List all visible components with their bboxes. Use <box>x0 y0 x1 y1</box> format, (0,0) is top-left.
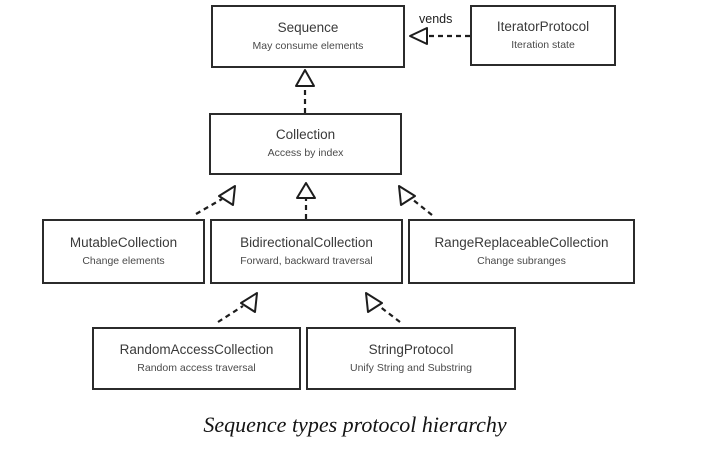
edge-line <box>217 305 244 323</box>
edge-randomaccess-to-bidirectional <box>217 292 258 323</box>
node-title: Collection <box>275 127 336 143</box>
edge-line <box>378 305 401 323</box>
edge-iterator-vends-sequence <box>409 27 470 45</box>
node-title: Sequence <box>277 19 339 35</box>
edge-collection-to-sequence <box>295 69 315 113</box>
hollow-triangle-arrowhead <box>365 292 383 313</box>
hollow-triangle-arrowhead <box>398 185 416 206</box>
node-subtitle: Forward, backward traversal <box>240 254 373 267</box>
node-subtitle: Access by index <box>267 147 344 160</box>
node-title: IteratorProtocol <box>496 18 590 34</box>
edge-mutable-to-collection <box>195 185 236 215</box>
node-title: StringProtocol <box>368 341 454 357</box>
node-subtitle: Change elements <box>82 254 165 267</box>
hollow-triangle-arrowhead <box>240 292 258 313</box>
edge-line <box>411 198 433 216</box>
hollow-triangle-arrowhead <box>295 69 315 87</box>
node-subtitle: Iteration state <box>511 38 575 51</box>
node-subtitle: Random access traversal <box>137 361 256 374</box>
node-title: RandomAccessCollection <box>119 341 274 357</box>
node-subtitle: Unify String and Substring <box>350 361 472 374</box>
node-title: MutableCollection <box>69 234 178 250</box>
node-iteratorprotocol[interactable]: IteratorProtocol Iteration state <box>470 5 616 66</box>
hollow-triangle-arrowhead <box>409 27 428 45</box>
node-stringprotocol[interactable]: StringProtocol Unify String and Substrin… <box>306 327 516 390</box>
edge-label-vends: vends <box>419 12 453 26</box>
edge-bidirectional-to-collection <box>296 182 316 219</box>
node-randomaccesscollection[interactable]: RandomAccessCollection Random access tra… <box>92 327 301 390</box>
node-collection[interactable]: Collection Access by index <box>209 113 402 175</box>
node-title: BidirectionalCollection <box>240 234 373 250</box>
node-mutablecollection[interactable]: MutableCollection Change elements <box>42 219 205 284</box>
node-rangereplaceablecollection[interactable]: RangeReplaceableCollection Change subran… <box>408 219 635 284</box>
node-subtitle: May consume elements <box>252 39 364 52</box>
node-title: RangeReplaceableCollection <box>434 234 609 250</box>
node-sequence[interactable]: Sequence May consume elements <box>211 5 405 68</box>
hollow-triangle-arrowhead <box>296 182 316 199</box>
diagram-caption: Sequence types protocol hierarchy <box>203 412 507 437</box>
hollow-triangle-arrowhead <box>218 185 236 206</box>
edge-line <box>195 198 223 215</box>
edge-stringprotocol-to-bidirectional <box>365 292 401 323</box>
edge-rangereplaceable-to-collection <box>398 185 433 216</box>
node-bidirectionalcollection[interactable]: BidirectionalCollection Forward, backwar… <box>210 219 403 284</box>
node-subtitle: Change subranges <box>477 254 566 267</box>
